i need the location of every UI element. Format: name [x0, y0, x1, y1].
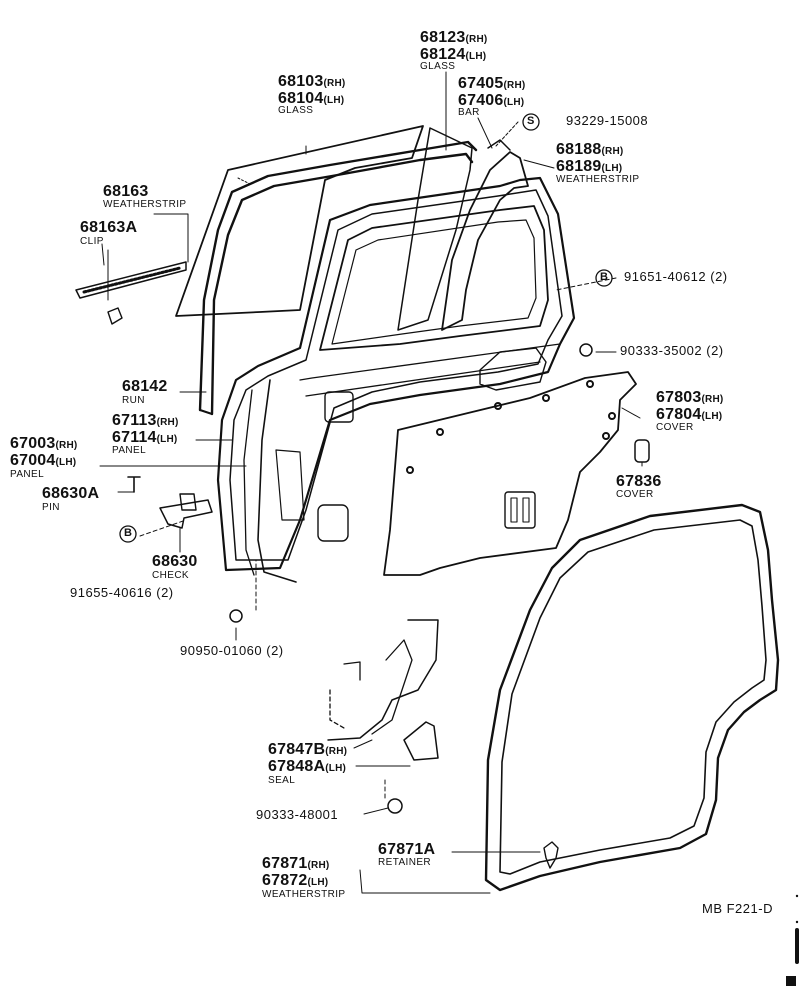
- seal-lh-number: 67848A(LH): [268, 758, 347, 775]
- marker-s-letter: S: [527, 115, 535, 127]
- marker-b-top: [595, 269, 613, 287]
- retainer-number: 67871A: [378, 841, 436, 858]
- panel-outer-lh-number: 67004(LH): [10, 452, 77, 469]
- panel-outer-rh-number: 67003(RH): [10, 435, 78, 452]
- bar-rh-number: 67405(RH): [458, 75, 526, 92]
- weatherstrip-upper-rh-number: 68188(RH): [556, 141, 624, 158]
- run-channel-shape: [198, 140, 478, 412]
- weatherstrip-belt-number: 68163: [103, 183, 149, 200]
- panel-outer-name: PANEL: [10, 469, 45, 480]
- pin-number: 68630A: [42, 485, 100, 502]
- weatherstrip-upper-lh-number: 68189(LH): [556, 158, 623, 175]
- seal-rh-number: 67847B(RH): [268, 741, 348, 758]
- clip-number: 68163A: [80, 219, 138, 236]
- check-number: 68630: [152, 553, 198, 570]
- belt-weatherstrip-shape: [75, 261, 187, 299]
- weatherstrip-door-lh-number: 67872(LH): [262, 872, 329, 889]
- glass-front-name: GLASS: [420, 61, 456, 72]
- pin-name: PIN: [42, 502, 60, 513]
- panel-inner-rh-number: 67113(RH): [112, 412, 179, 429]
- door-frame-shape: [216, 176, 576, 572]
- glass-front-lh-number: 68124(LH): [420, 46, 487, 63]
- cover-main-rh-number: 67803(RH): [656, 389, 724, 406]
- glass-main-rh-number: 68103(RH): [278, 73, 346, 90]
- marker-s: [522, 113, 540, 131]
- diagram-code: MB F221-D: [702, 901, 773, 916]
- marker-b-check-letter: B: [124, 527, 133, 539]
- plug-48001-number: 90333-48001: [256, 807, 339, 822]
- cover-main-name: COVER: [656, 422, 694, 433]
- weatherstrip-door-rh-number: 67871(RH): [262, 855, 330, 872]
- cover-small-name: COVER: [616, 489, 654, 500]
- cover-small-shape: [634, 439, 650, 463]
- check-shape: [159, 499, 213, 529]
- check-name: CHECK: [152, 570, 190, 581]
- weatherstrip-upper-name: WEATHERSTRIP: [556, 174, 640, 185]
- screw-number: 93229-15008: [566, 113, 649, 128]
- clip-name: CLIP: [80, 236, 104, 247]
- marker-b-check: [119, 525, 137, 543]
- weatherstrip-door-name: WEATHERSTRIP: [262, 889, 346, 900]
- glass-main-name: GLASS: [278, 105, 314, 116]
- marker-b-top-letter: B: [600, 271, 609, 283]
- bar-name: BAR: [458, 107, 480, 118]
- seal-shape: [403, 721, 439, 761]
- cover-main-shape: [383, 371, 637, 576]
- bolt-top-number: 91651-40612 (2): [624, 269, 728, 284]
- glass-main-lh-number: 68104(LH): [278, 90, 345, 107]
- bolt-check-number: 91655-40616 (2): [70, 585, 174, 600]
- plug-01060-number: 90950-01060 (2): [180, 643, 284, 658]
- cover-small-number: 67836: [616, 473, 662, 490]
- weatherstrip-upper-shape: [441, 151, 529, 331]
- retainer-name: RETAINER: [378, 857, 432, 868]
- retainer-shape: [543, 841, 559, 869]
- plug-35002-number: 90333-35002 (2): [620, 343, 724, 358]
- run-name: RUN: [122, 395, 145, 406]
- panel-inner-lh-number: 67114(LH): [112, 429, 178, 446]
- weatherstrip-belt-name: WEATHERSTRIP: [103, 199, 187, 210]
- weatherstrip-door-shape: [484, 503, 780, 892]
- run-number: 68142: [122, 378, 168, 395]
- panel-inner-name: PANEL: [112, 445, 147, 456]
- bar-lh-number: 67406(LH): [458, 92, 525, 109]
- glass-front-rh-number: 68123(RH): [420, 29, 488, 46]
- seal-name: SEAL: [268, 775, 296, 786]
- cover-main-lh-number: 67804(LH): [656, 406, 723, 423]
